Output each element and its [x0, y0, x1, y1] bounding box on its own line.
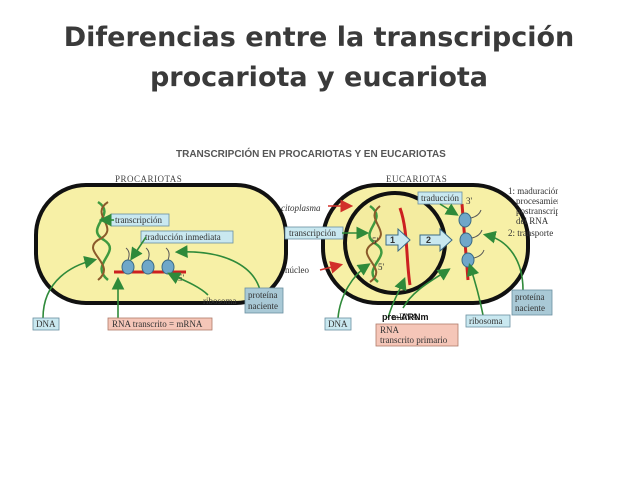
slide-title: Diferencias entre la transcripción proca… — [0, 18, 638, 98]
prokaryote-title: PROCARIOTAS — [115, 174, 182, 184]
eukaryote-panel: EUCARIOTAS 1 2 3' 5' 5' traducción t — [281, 174, 553, 347]
eukaryote-translation-label: traducción — [421, 193, 459, 203]
eukaryote-arrow-nucleus — [319, 261, 344, 274]
eukaryote-overlay-pre-mrna: pre–ARNm — [382, 312, 429, 322]
prokaryote-arrow-protein — [174, 245, 261, 291]
prokaryote-protein-label-2: naciente — [248, 301, 278, 311]
eukaryote-nucleus-label: núcleo — [285, 265, 309, 275]
eukaryote-cytoplasm-label: citoplasma — [281, 203, 321, 213]
eukaryote-step2-arrow — [419, 227, 453, 253]
eukaryote-three-prime: 3' — [466, 196, 473, 206]
eukaryote-protein-label-1: proteína — [515, 292, 545, 302]
legend-item2: 2: transporte — [508, 228, 553, 238]
eukaryote-arrow-protein — [482, 230, 524, 291]
eukaryote-step1-arrow — [385, 227, 411, 253]
eukaryote-title: EUCARIOTAS — [386, 174, 447, 184]
slide-title-line2: procariota y eucariota — [149, 62, 489, 93]
eukaryote-ribosome-label: ribosoma — [469, 316, 503, 326]
eukaryote-arrow-rna — [387, 277, 407, 319]
eukaryote-rna-label-1: RNA — [380, 325, 400, 335]
eukaryote-step2-number: 2 — [426, 235, 431, 245]
legend-item1-line3: postranscripcional — [516, 206, 558, 216]
prokaryote-cell — [34, 183, 288, 305]
prokaryote-dna-label: DNA — [36, 319, 56, 329]
prokaryote-arrow-translation — [130, 236, 147, 261]
prokaryote-panel: PROCARIOTAS transcripción traducción inm… — [32, 174, 288, 331]
diagram-header: TRANSCRIPCIÓN EN PROCARIOTAS Y EN EUCARI… — [176, 147, 446, 160]
slide-title-line1: Diferencias entre la transcripción — [63, 22, 575, 53]
prokaryote-arrow-ribosome — [167, 272, 209, 296]
prokaryote-translation-label: traducción inmediata — [145, 232, 221, 242]
prokaryote-protein-label-1: proteína — [248, 290, 278, 300]
prokaryote-arrow-dna — [42, 256, 98, 319]
eukaryote-dna-helix — [365, 204, 383, 283]
prokaryote-rna-label: RNA transcrito = mRNA — [112, 319, 203, 329]
eukaryote-five-prime-top: 5' — [372, 236, 379, 246]
legend-item1-line1: 1: maduración o — [508, 186, 558, 196]
prokaryote-ribosomes — [121, 247, 175, 275]
prokaryote-transcription-label: transcripción — [115, 215, 162, 225]
eukaryote-arrow-mrna — [402, 268, 451, 309]
eukaryote-protein-label-2: naciente — [515, 303, 545, 313]
eukaryote-five-prime-bottom: 5' — [378, 262, 385, 272]
prokaryote-ribosome-label: ribosoma — [203, 296, 237, 306]
legend: 1: maduración o procesamiento postranscr… — [508, 186, 558, 238]
eukaryote-rna-label-2: transcrito primario — [380, 335, 448, 345]
eukaryote-dna-label: DNA — [328, 319, 348, 329]
legend-item1-line2: procesamiento — [516, 196, 558, 206]
legend-item1-line4: del RNA — [516, 216, 549, 226]
eukaryote-primary-transcript — [398, 207, 412, 286]
eukaryote-transcription-label: transcripción — [289, 228, 336, 238]
eukaryote-arrow-dna — [337, 263, 371, 319]
eukaryote-arrow-ribosome — [466, 262, 484, 316]
eukaryote-arrow-translation — [439, 203, 459, 216]
eukaryote-step1-number: 1 — [390, 235, 395, 245]
transcription-diagram: TRANSCRIPCIÓN EN PROCARIOTAS Y EN EUCARI… — [32, 147, 558, 347]
eukaryote-mrna-label: mRNA — [392, 312, 419, 322]
